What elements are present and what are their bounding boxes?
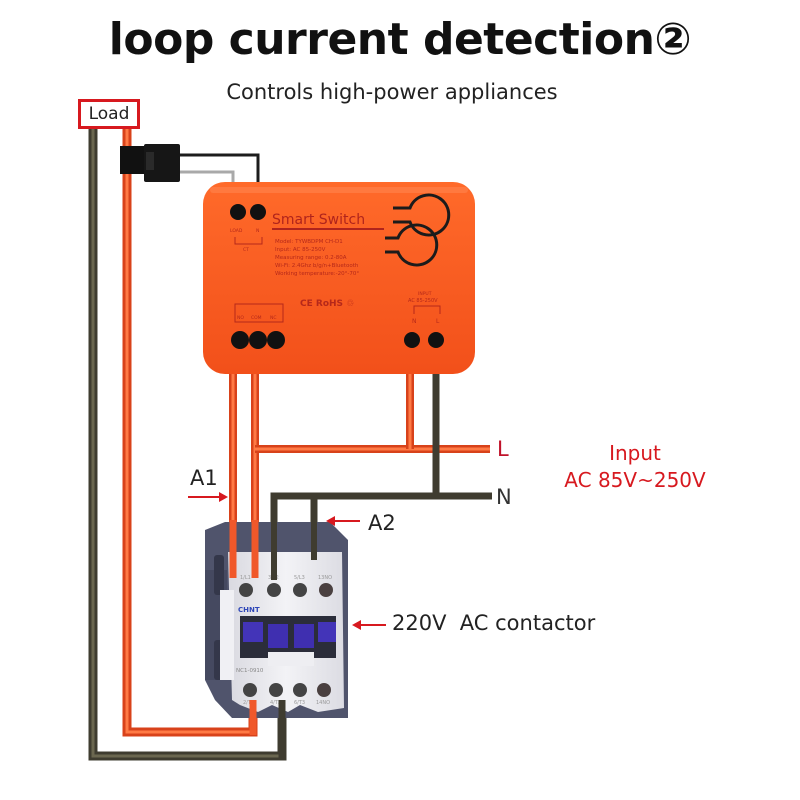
switch-brand-label: Smart Switch [272, 212, 365, 228]
a2-label: A2 [368, 511, 396, 535]
contactor-bottom-terminal: 14NO [316, 700, 330, 706]
ct-grey-lead [178, 170, 235, 185]
terminal-com [249, 331, 267, 349]
input-note-title: Input [609, 441, 661, 465]
contactor-bottom-terminal: 4/T2 [270, 700, 281, 706]
contactor-brand: CHNT [238, 606, 260, 614]
terminal-label-ct: CT [243, 247, 249, 253]
switch-spec-line: Working temperature:-20°-70° [275, 271, 359, 277]
switch-spec-line: Wi-Fi: 2.4Ghz b/g/n+Bluetooth [275, 263, 359, 269]
input-note-range: AC 85V~250V [564, 468, 706, 492]
neutral-line-label: N [496, 485, 512, 509]
relay-label-com: COM [251, 315, 262, 321]
input-rating-label: INPUT [418, 291, 432, 297]
button-loop-bottom [385, 223, 439, 267]
ac-contactor [205, 522, 348, 718]
switch-spec-line: Input: AC 85-250V [275, 247, 326, 253]
terminal-label-load: LOAD [230, 228, 243, 234]
certifications: CE RoHS ♲ [300, 299, 354, 309]
contactor-top-terminal: 5/L3 [294, 575, 305, 581]
smart-switch-module [203, 182, 475, 374]
relay-label-no: NO [237, 315, 244, 321]
input-label-n: N [412, 318, 417, 325]
terminal-load [230, 204, 246, 220]
terminal-no [231, 331, 249, 349]
live-line-label: L [497, 437, 509, 461]
input-label-l: L [436, 318, 440, 325]
input-voltage-note: Input AC 85V~250V [560, 440, 710, 494]
button-loop-top [393, 193, 451, 237]
load-label: Load [88, 104, 130, 124]
page-title: loop current detection② [108, 14, 692, 65]
contactor-label: 220V AC contactor [392, 611, 596, 635]
relay-label-nc: NC [270, 315, 277, 321]
contactor-top-terminal: 1/L1 [240, 575, 251, 581]
terminal-nc [267, 331, 285, 349]
contactor-model: NC1-0910 [236, 668, 264, 674]
contactor-bottom-terminal: 2/T1 [243, 700, 254, 706]
contactor-top-terminal: 13NO [318, 575, 332, 581]
current-transformer-clamp [120, 144, 180, 182]
terminal-n-top [250, 204, 266, 220]
input-rating-value: AC 85-250V [408, 298, 438, 304]
a1-label: A1 [190, 466, 218, 490]
contactor-bottom-terminal: 6/T3 [294, 700, 305, 706]
arrow-a2 [326, 516, 360, 526]
switch-spec-line: Model: TYWBDPM CH-D1 [275, 239, 343, 245]
arrow-a1 [188, 492, 228, 502]
switch-spec-line: Measuring range: 0.2-80A [275, 255, 347, 261]
terminal-input-n [404, 332, 420, 348]
terminal-label-n: N [256, 228, 259, 234]
terminal-input-l [428, 332, 444, 348]
page-subtitle: Controls high-power appliances [226, 80, 558, 104]
ct-black-lead [178, 153, 260, 185]
arrow-contactor [352, 620, 386, 630]
load-label-box: Load [78, 99, 140, 129]
